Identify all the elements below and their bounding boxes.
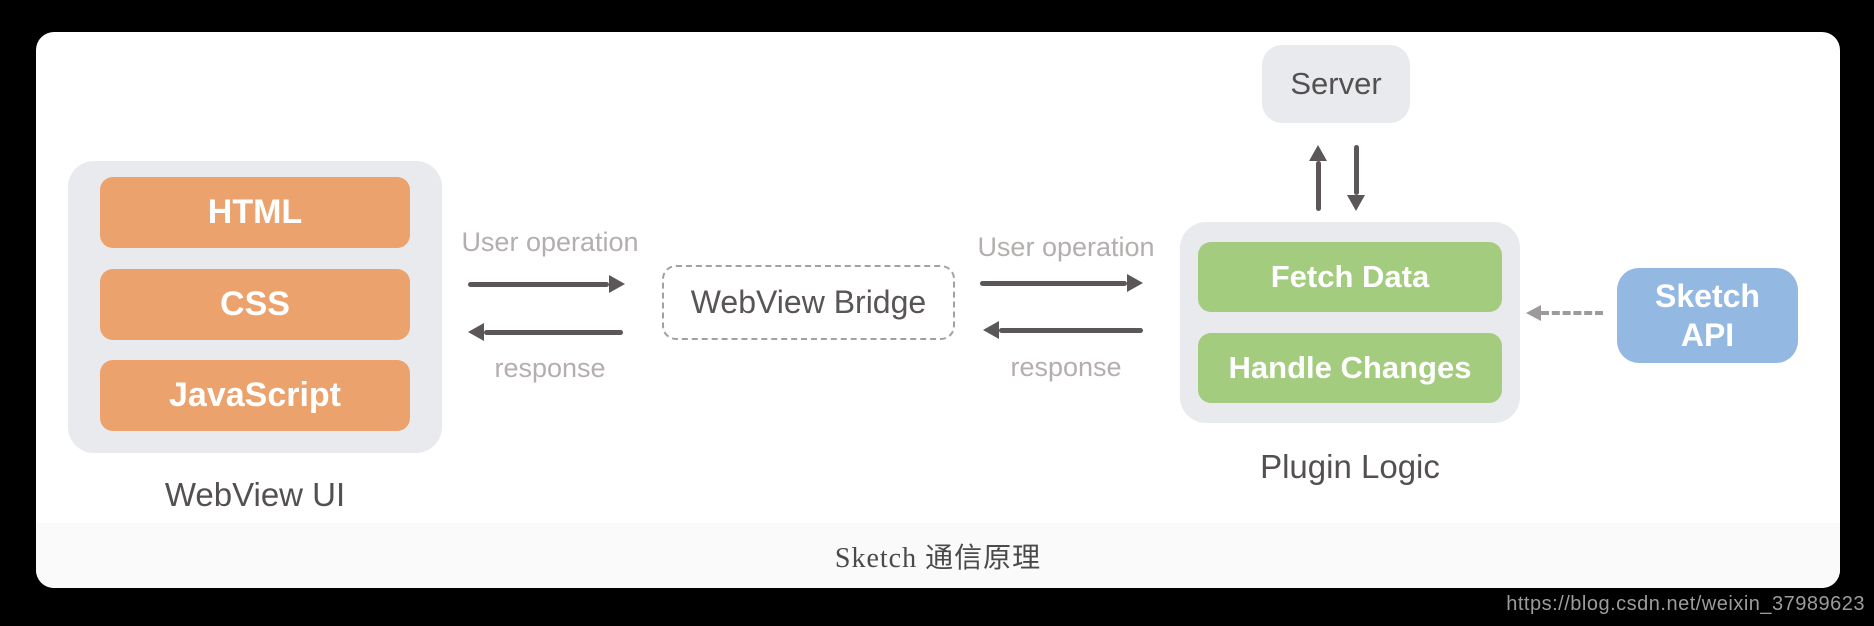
- caption-strip: Sketch 通信原理: [36, 523, 1840, 588]
- fetch-data-box: Fetch Data: [1198, 242, 1502, 312]
- html-layer-label: HTML: [207, 193, 303, 231]
- css-layer-box: CSS: [100, 268, 410, 340]
- arrow-line: [1353, 145, 1359, 195]
- plugin-logic-label: Plugin Logic: [1260, 448, 1440, 485]
- server-box: Server: [1262, 45, 1410, 123]
- user-operation-arrow-2: [980, 274, 1143, 292]
- arrow-line: [1315, 161, 1321, 211]
- user-operation-arrow-1: [468, 275, 625, 293]
- arrowhead-right-icon: [1127, 274, 1143, 292]
- user-operation-label-1: User operation: [461, 227, 639, 257]
- arrowhead-left-icon: [1526, 305, 1541, 321]
- javascript-layer-label: JavaScript: [169, 376, 341, 414]
- user-operation-label-2: User operation: [977, 232, 1155, 262]
- javascript-layer-box: JavaScript: [100, 360, 410, 431]
- arrowhead-left-icon: [983, 321, 999, 339]
- dashed-arrow-line: [1541, 311, 1603, 315]
- webview-ui-group: HTML CSS JavaScript: [68, 161, 442, 453]
- arrowhead-down-icon: [1347, 195, 1365, 211]
- arrow-line: [999, 327, 1143, 333]
- arrow-line: [468, 281, 609, 287]
- response-arrow-1: [468, 323, 623, 341]
- server-label: Server: [1290, 66, 1382, 101]
- arrowhead-left-icon: [468, 323, 484, 341]
- response-label-1: response: [494, 353, 606, 383]
- plugin-logic-group: Fetch Data Handle Changes: [1180, 222, 1520, 423]
- css-layer-label: CSS: [220, 284, 290, 323]
- response-label-2: response: [1010, 352, 1122, 382]
- html-layer-box: HTML: [100, 177, 410, 248]
- webview-bridge-label: WebView Bridge: [690, 284, 927, 320]
- sketch-api-arrow: [1526, 305, 1603, 321]
- arrowhead-up-icon: [1309, 145, 1327, 161]
- webview-ui-label: WebView UI: [164, 476, 346, 513]
- diagram-card: HTML CSS JavaScript WebView UI User oper…: [36, 32, 1840, 588]
- fetch-data-label: Fetch Data: [1270, 259, 1430, 294]
- watermark-url: https://blog.csdn.net/weixin_37989623: [1506, 593, 1865, 615]
- arrow-line: [484, 329, 623, 335]
- arrowhead-right-icon: [609, 275, 625, 293]
- sketch-api-label-line2: API: [1680, 316, 1735, 353]
- diagram-caption: Sketch 通信原理: [834, 542, 1042, 574]
- sketch-api-label-line1: Sketch: [1655, 277, 1760, 314]
- sketch-api-box: Sketch API: [1617, 268, 1798, 363]
- handle-changes-box: Handle Changes: [1198, 333, 1502, 403]
- server-down-arrow: [1347, 145, 1365, 211]
- server-up-arrow: [1309, 145, 1327, 211]
- response-arrow-2: [983, 321, 1143, 339]
- handle-changes-label: Handle Changes: [1228, 350, 1472, 385]
- arrow-line: [980, 280, 1127, 286]
- webview-bridge-box: WebView Bridge: [662, 265, 955, 340]
